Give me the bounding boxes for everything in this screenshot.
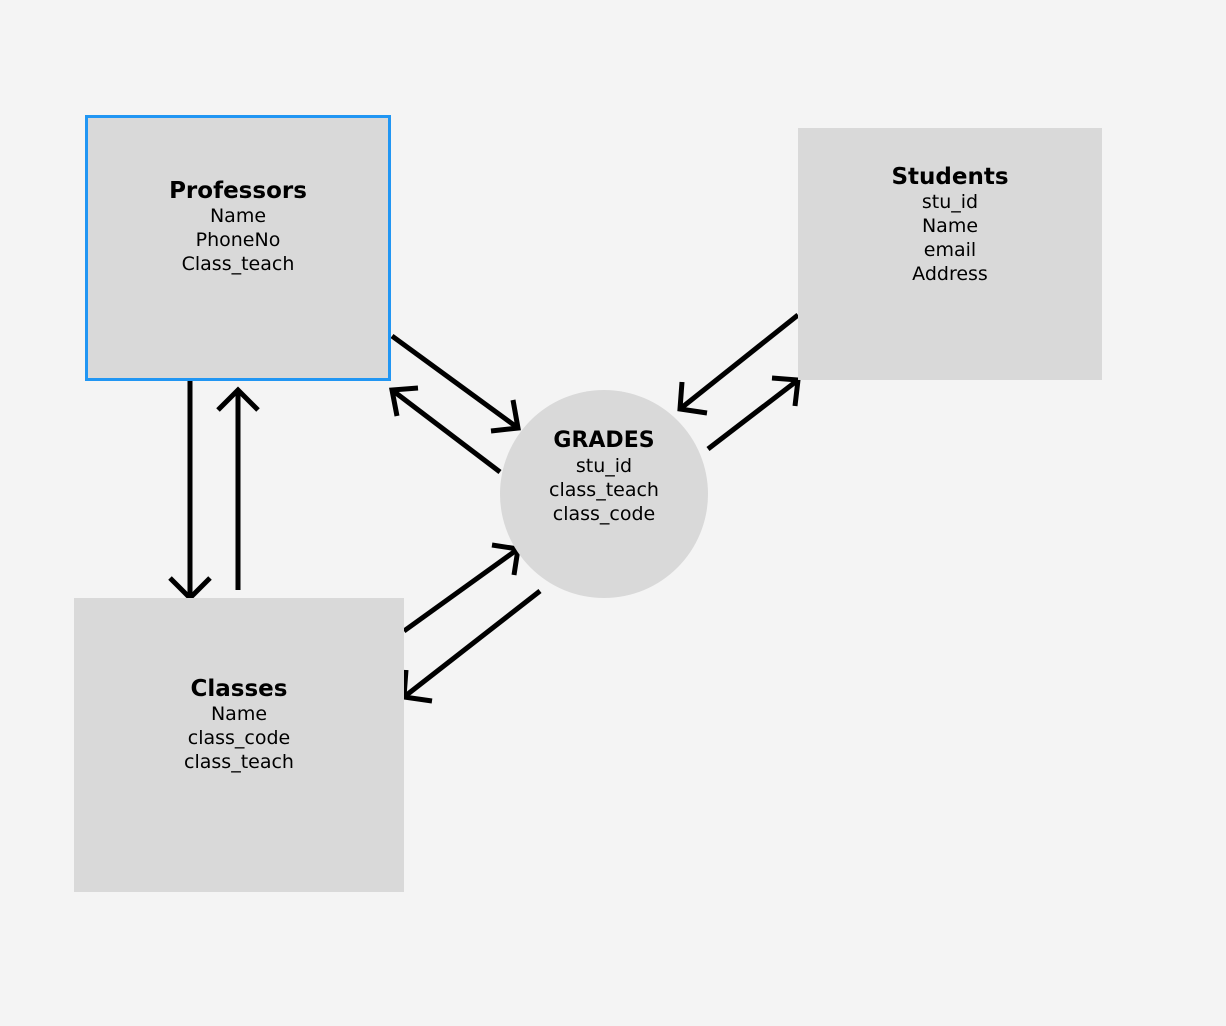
classes-field-name: Name xyxy=(210,703,268,725)
arrow-professors-to-classes[interactable] xyxy=(168,381,212,602)
professors-entity[interactable]: Professors Name PhoneNo Class_teach xyxy=(85,115,391,381)
classes-entity[interactable]: Classes Name class_code class_teach xyxy=(74,598,404,892)
professors-field-phoneno: PhoneNo xyxy=(195,229,281,251)
students-title: Students xyxy=(891,164,1009,190)
classes-field-class-code: class_code xyxy=(187,727,291,749)
grades-field-stu-id: stu_id xyxy=(575,455,633,477)
classes-title: Classes xyxy=(190,676,288,702)
grades-title: GRADES xyxy=(553,428,655,453)
arrow-grades-to-classes[interactable] xyxy=(401,589,542,704)
arrow-grades-to-professors[interactable] xyxy=(389,385,502,474)
professors-field-class-teach: Class_teach xyxy=(181,253,295,275)
students-field-name: Name xyxy=(921,215,979,237)
arrow-professors-to-grades[interactable] xyxy=(390,333,521,434)
students-field-email: email xyxy=(923,239,977,261)
students-entity[interactable]: Students stu_id Name email Address xyxy=(798,128,1102,380)
grades-relationship[interactable]: GRADES stu_id class_teach class_code xyxy=(500,390,708,598)
arrow-grades-to-students[interactable] xyxy=(706,375,801,451)
classes-field-class-teach: class_teach xyxy=(184,751,294,773)
arrow-classes-to-professors[interactable] xyxy=(216,386,260,590)
students-field-address: Address xyxy=(912,263,988,285)
grades-field-class-code: class_code xyxy=(552,503,656,525)
arrow-students-to-grades[interactable] xyxy=(677,313,800,416)
grades-field-class-teach: class_teach xyxy=(549,479,659,501)
arrow-classes-to-grades[interactable] xyxy=(402,542,521,634)
professors-field-name: Name xyxy=(209,205,267,227)
professors-title: Professors xyxy=(169,178,307,204)
students-field-stu-id: stu_id xyxy=(921,191,979,213)
